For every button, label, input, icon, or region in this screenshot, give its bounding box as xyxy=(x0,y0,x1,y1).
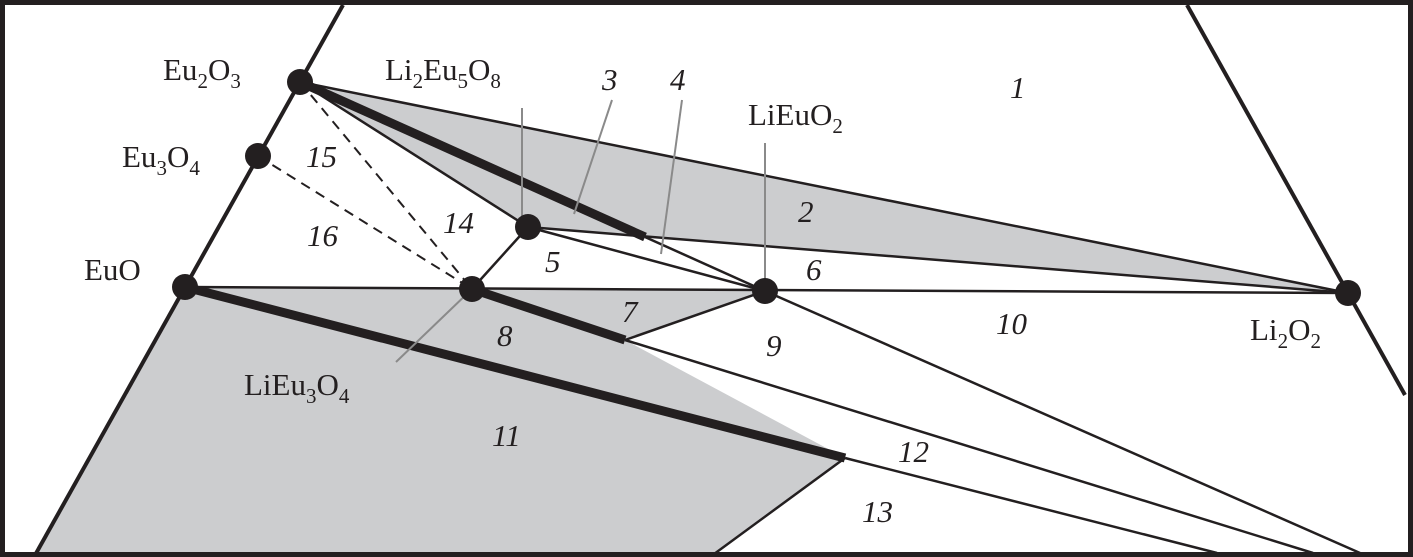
region-label-2: 2 xyxy=(798,194,814,229)
leader-line xyxy=(395,288,473,363)
region-label-8: 8 xyxy=(497,318,513,353)
compound-label-li2o2: Li2​O2​ xyxy=(1250,312,1321,353)
compound-point-euo xyxy=(172,274,198,300)
tie-line xyxy=(471,226,529,290)
region-label-12: 12 xyxy=(898,434,929,469)
region-label-14: 14 xyxy=(443,205,474,240)
region-label-5: 5 xyxy=(545,244,561,279)
tie-line xyxy=(299,80,529,229)
tie-line xyxy=(764,289,1361,555)
compound-label-eu3o4: Eu3​O4​ xyxy=(122,139,200,180)
compound-label-eu2o3: Eu2​O3​ xyxy=(163,52,241,93)
gray-region-7-8-11 xyxy=(34,287,845,557)
solid-solution-line xyxy=(470,284,627,345)
tie-line xyxy=(709,456,846,557)
right-boundary-line xyxy=(1185,4,1407,396)
region-label-10: 10 xyxy=(996,306,1028,341)
region-label-3: 3 xyxy=(601,62,618,97)
leader-line xyxy=(573,99,613,215)
tie-line xyxy=(644,235,766,293)
tie-line xyxy=(527,225,1349,295)
compound-label-lieu3o4: LiEu3​O4​ xyxy=(244,367,350,408)
dashed-tie-line xyxy=(299,81,473,290)
leader-line xyxy=(660,99,683,255)
compound-point-li2o2 xyxy=(1335,280,1361,306)
compound-label-lieuo2: LiEuO2​ xyxy=(748,97,843,138)
tie-line xyxy=(527,225,766,293)
compound-label-euo: EuO xyxy=(84,252,141,287)
compound-point-eu3o4 xyxy=(245,143,271,169)
compound-point-lieu3o4 xyxy=(459,276,485,302)
region-label-16: 16 xyxy=(307,218,339,253)
compound-point-li2eu5o8 xyxy=(515,214,541,240)
region-label-1: 1 xyxy=(1010,70,1026,105)
tie-line xyxy=(844,456,1218,555)
region-label-11: 11 xyxy=(492,418,521,453)
tie-line xyxy=(624,289,766,342)
region-label-9: 9 xyxy=(766,328,782,363)
solid-solution-line xyxy=(298,77,647,242)
dashed-tie-line xyxy=(257,155,473,290)
tie-line xyxy=(299,80,1349,295)
region-label-6: 6 xyxy=(806,252,822,287)
region-label-15: 15 xyxy=(306,139,337,174)
tie-line xyxy=(624,338,1314,555)
region-label-4: 4 xyxy=(670,62,686,97)
region-label-13: 13 xyxy=(862,494,893,529)
region-label-7: 7 xyxy=(622,294,639,329)
compound-point-lieuo2 xyxy=(752,278,778,304)
compound-label-li2eu5o8: Li2​Eu5​O8​ xyxy=(385,52,501,93)
solid-solution-line xyxy=(183,282,847,463)
compound-point-eu2o3 xyxy=(287,69,313,95)
